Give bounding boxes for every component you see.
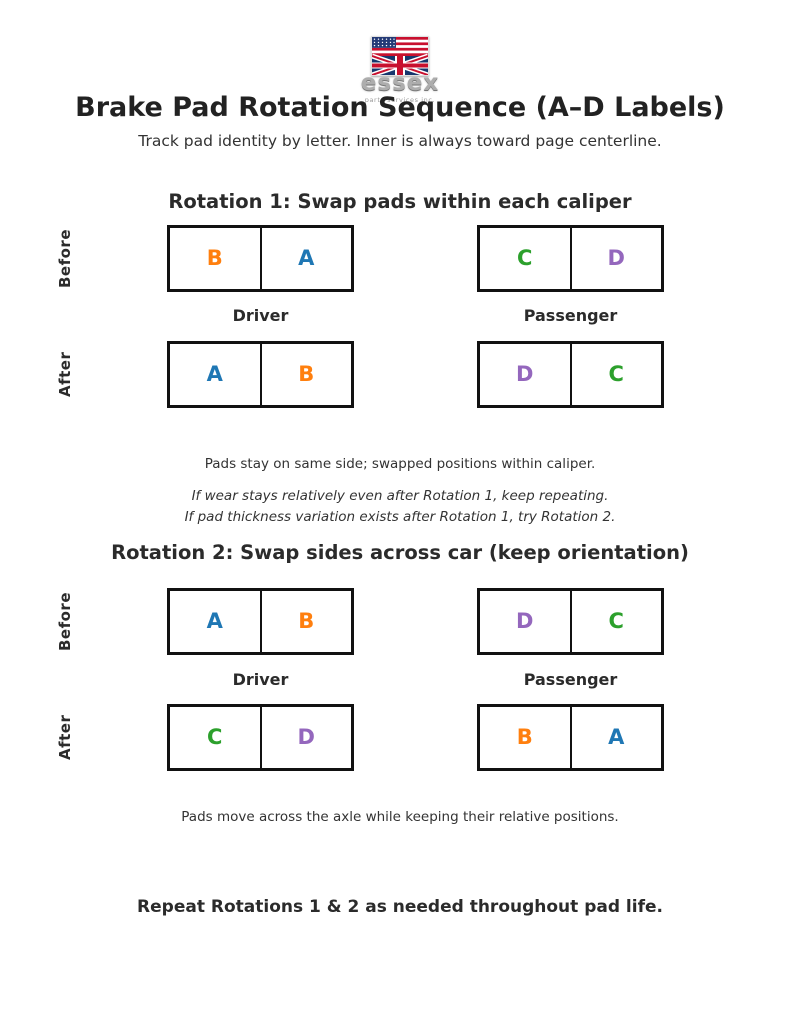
pad-letter: A (608, 725, 625, 749)
rotation1-driver-label: Driver (232, 306, 289, 325)
pad-cell: B (259, 591, 352, 652)
rotation2-before-passenger-caliper: D C (477, 588, 664, 655)
pad-cell: D (569, 228, 662, 289)
pad-letter: A (298, 246, 315, 270)
rotation1-caption: Pads stay on same side; swapped position… (204, 456, 596, 472)
pad-cell: C (480, 228, 570, 289)
rotation1-passenger-label: Passenger (523, 306, 618, 325)
pad-cell: B (170, 228, 260, 289)
pad-letter: B (298, 362, 315, 386)
rotation2-after-driver-caliper: C D (167, 704, 354, 771)
logo-wordmark: essex (360, 70, 440, 96)
rotation1-note-line2: If pad thickness variation exists after … (184, 509, 616, 525)
page-title: Brake Pad Rotation Sequence (A–D Labels) (75, 92, 725, 123)
rotation1-before-driver-caliper: B A (167, 225, 354, 292)
rotation1-note-line1: If wear stays relatively even after Rota… (191, 488, 609, 504)
pad-letter: C (207, 725, 223, 749)
rotation1-note: If wear stays relatively even after Rota… (0, 486, 800, 528)
rotation2-caption: Pads move across the axle while keeping … (181, 809, 619, 825)
rotation1-after-passenger-caliper: D C (477, 341, 664, 408)
pad-cell: B (259, 344, 352, 405)
pad-letter: C (608, 362, 624, 386)
pad-cell: A (569, 707, 662, 768)
pad-cell: C (569, 591, 662, 652)
rotation2-after-label: After (56, 714, 74, 761)
pad-letter: A (206, 362, 223, 386)
rotation1-heading: Rotation 1: Swap pads within each calipe… (168, 190, 632, 213)
rotation1-before-label: Before (56, 229, 74, 289)
rotation2-passenger-label: Passenger (523, 670, 618, 689)
pad-cell: A (259, 228, 352, 289)
page-subtitle: Track pad identity by letter. Inner is a… (138, 132, 662, 150)
pad-letter: D (607, 246, 625, 270)
rotation1-before-passenger-caliper: C D (477, 225, 664, 292)
pad-cell: B (480, 707, 570, 768)
rotation2-before-driver-caliper: A B (167, 588, 354, 655)
pad-cell: D (480, 591, 570, 652)
footer-note: Repeat Rotations 1 & 2 as needed through… (137, 897, 663, 917)
pad-letter: C (608, 609, 624, 633)
pad-letter: B (516, 725, 533, 749)
pad-cell: A (170, 591, 260, 652)
logo-tagline: parts services inc. (364, 96, 436, 104)
rotation1-after-label: After (56, 351, 74, 398)
rotation2-heading: Rotation 2: Swap sides across car (keep … (111, 541, 689, 564)
logo: essex parts services inc. (0, 36, 800, 104)
pad-letter: A (206, 609, 223, 633)
pad-letter: D (516, 609, 534, 633)
rotation2-driver-label: Driver (232, 670, 289, 689)
pad-letter: B (206, 246, 223, 270)
pad-letter: D (297, 725, 315, 749)
us-uk-flag-icon (371, 36, 429, 78)
rotation2-after-passenger-caliper: B A (477, 704, 664, 771)
pad-letter: B (298, 609, 315, 633)
pad-cell: D (480, 344, 570, 405)
pad-cell: C (170, 707, 260, 768)
pad-cell: C (569, 344, 662, 405)
rotation1-after-driver-caliper: A B (167, 341, 354, 408)
pad-letter: D (516, 362, 534, 386)
pad-letter: C (517, 246, 533, 270)
pad-cell: A (170, 344, 260, 405)
rotation2-before-label: Before (56, 592, 74, 652)
pad-cell: D (259, 707, 352, 768)
